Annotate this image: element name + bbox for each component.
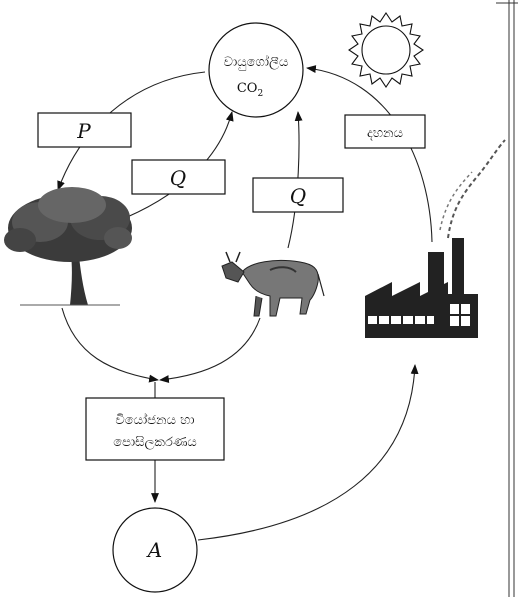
label-p: P [76, 119, 91, 143]
arrow-atmosphere-to-tree [57, 71, 206, 191]
label-q-animal-box: Q [252, 177, 344, 213]
atmosphere-co2-node: වායුගෝලීය CO2 [208, 22, 304, 118]
label-q-tree-box: Q [131, 159, 226, 195]
arrow-animal-to-decomposition [159, 317, 261, 383]
node-a-label: A [146, 538, 162, 562]
atmosphere-label: වායුගෝලීය [224, 54, 289, 70]
arrow-tree-to-decomposition [61, 307, 159, 383]
co2-label: CO2 [237, 81, 263, 99]
label-p-box: P [37, 112, 132, 148]
combustion-box: දහනය [344, 114, 426, 149]
arrow-a-to-factory [197, 364, 419, 541]
cow-icon [221, 251, 325, 317]
combustion-label: දහනය [367, 126, 403, 141]
arrow-factory-to-atmosphere [306, 65, 433, 243]
page-border [496, 0, 518, 597]
tree-icon [4, 187, 132, 306]
label-q-tree: Q [170, 166, 186, 190]
label-q-animal: Q [290, 184, 306, 208]
arrow-animal-to-atmosphere [287, 111, 303, 249]
factory-icon [365, 139, 506, 338]
sun-icon [348, 12, 424, 88]
node-a: A [112, 507, 198, 593]
decomposition-label-line2: පොසිලකරණය [113, 435, 197, 450]
decomposition-box: වියෝජනය හා පොසිලකරණය [85, 397, 225, 461]
decomposition-label-line1: වියෝජනය හා [115, 412, 194, 428]
